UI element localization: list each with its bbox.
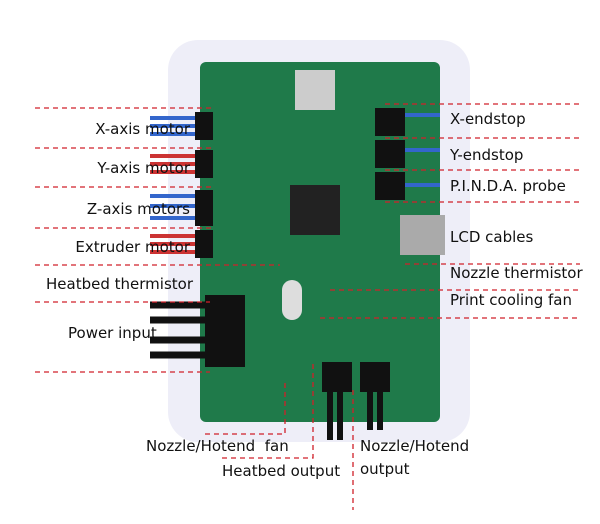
lcd-ribbon xyxy=(400,215,445,255)
label-x-axis-motor: X-axis motor xyxy=(95,120,190,138)
motor-connectors xyxy=(195,108,405,392)
label-z-axis-motors: Z-axis motors xyxy=(86,200,190,218)
label-print-cooling-fan: Print cooling fan xyxy=(450,291,572,309)
label-heatbed-thermistor: Heatbed thermistor xyxy=(46,275,193,293)
label-y-endstop: Y-endstop xyxy=(450,146,524,164)
label-nozzle-thermistor: Nozzle thermistor xyxy=(450,264,583,282)
label-nozzle-hotend-output-1: Nozzle/Hotend xyxy=(360,437,470,455)
label-nozzle-hotend-output-2: output xyxy=(360,460,410,478)
label-x-endstop: X-endstop xyxy=(450,110,526,128)
callout-lines xyxy=(35,103,580,510)
label-nozzle-hotend-fan: Nozzle/Hotend fan xyxy=(146,437,289,455)
capacitor xyxy=(282,280,302,320)
mcu-chip xyxy=(290,185,340,235)
label-lcd-cables: LCD cables xyxy=(450,228,534,246)
label-heatbed-output: Heatbed output xyxy=(222,462,341,480)
label-power-input: Power input xyxy=(68,324,157,342)
cables xyxy=(150,113,440,440)
label-extruder-motor: Extruder motor xyxy=(75,238,190,256)
label-pinda-probe: P.I.N.D.A. probe xyxy=(450,177,566,195)
usb-port xyxy=(295,70,335,110)
label-y-axis-motor: Y-axis motor xyxy=(97,159,190,177)
